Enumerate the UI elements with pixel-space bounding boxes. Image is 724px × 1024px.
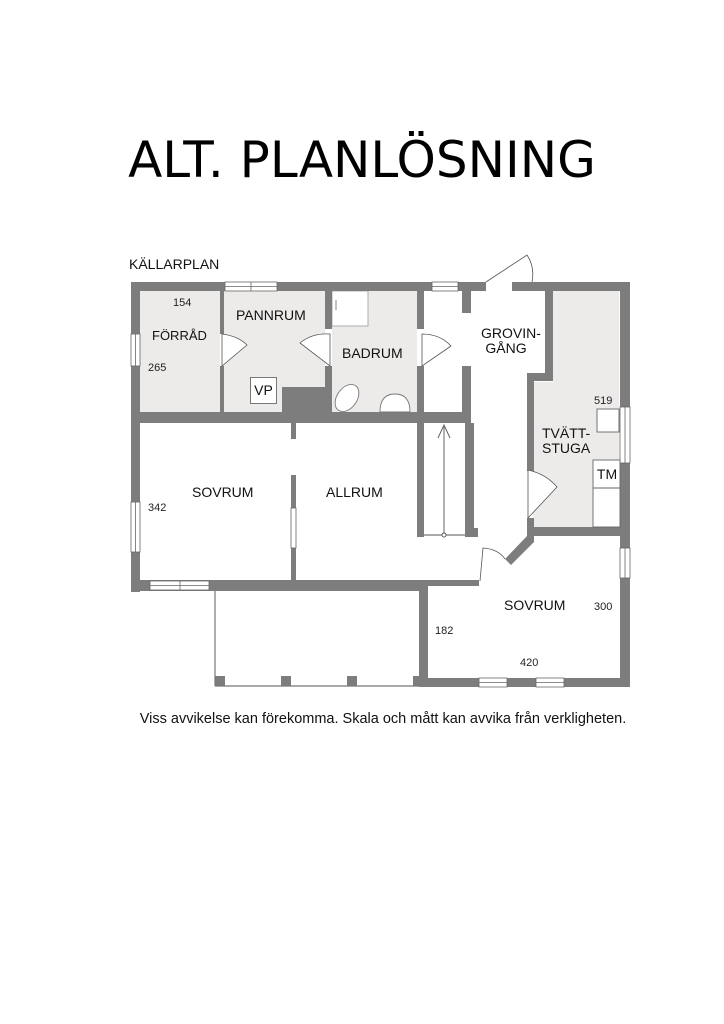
laundry-fixtures [592,408,621,528]
bathroom-fixtures [334,300,411,413]
sovrum-2-dim-bottom: 420 [520,657,539,669]
vp-fixture: VP [250,377,277,404]
floors [140,290,619,527]
sovrum-2-dim-right: 300 [594,601,613,613]
room-label-grovingang-line2: GÅNG [485,340,527,356]
room-label-forrad: FÖRRÅD [152,328,207,343]
room-label-tvattstuga-line2: STUGA [542,440,591,456]
floor-plan-label: KÄLLARPLAN [129,256,220,272]
sovrum-2-dim-left: 182 [435,625,454,637]
room-label-tvattstuga-line1: TVÄTT- [542,425,591,441]
forrad-dim-top: 154 [173,297,192,309]
room-label-sovrum-1: SOVRUM [192,484,254,500]
windows [130,281,631,688]
room-label-allrum: ALLRUM [326,484,383,500]
tm-fixture: TM [596,466,618,482]
doors [221,254,558,582]
sovrum-1-dim: 342 [148,502,167,514]
room-label-badrum: BADRUM [342,345,403,361]
room-label-grovingang-line1: GROVIN- [481,325,541,341]
room-label-sovrum-2: SOVRUM [504,597,566,613]
carport [214,591,419,687]
disclaimer: Viss avvikelse kan förekomma. Skala och … [139,711,627,727]
room-label-pannrum: PANNRUM [236,307,306,323]
page-title: ALT. PLANLÖSNING [128,131,596,189]
tvattstuga-dim: 519 [594,395,613,407]
forrad-dim-side: 265 [148,362,167,374]
stairs [424,423,465,538]
